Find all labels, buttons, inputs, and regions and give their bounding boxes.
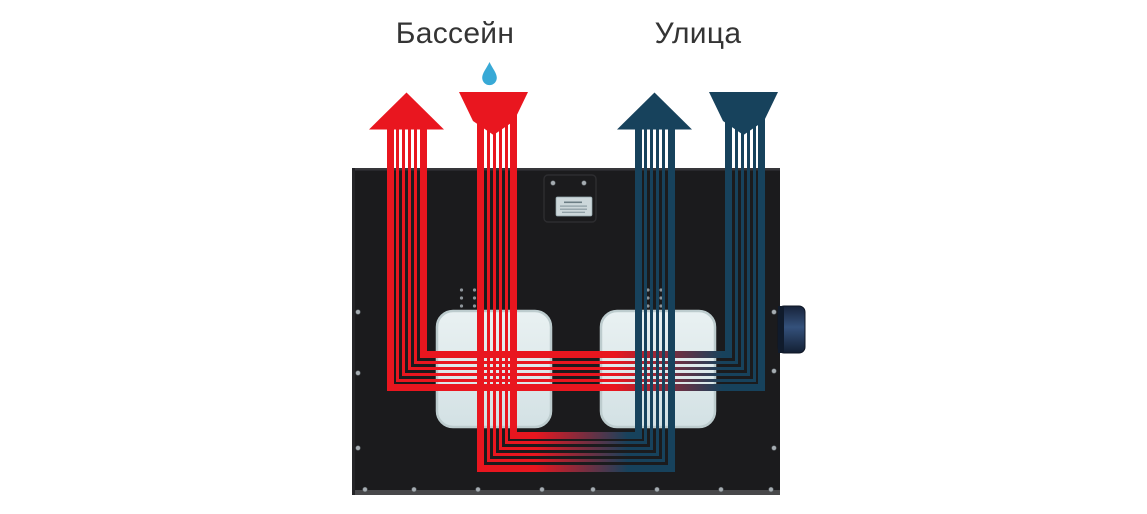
screw (590, 486, 596, 493)
unit-bottom-edge (352, 490, 780, 495)
pool-extract-arrowhead (459, 92, 528, 135)
screw (475, 486, 481, 493)
screw (362, 486, 368, 493)
pool-supply-arrowhead (369, 92, 444, 130)
screw (654, 486, 660, 493)
screw (539, 486, 545, 493)
street-intake-arrowhead (709, 92, 778, 135)
unit-left-edge (352, 168, 355, 495)
screw (355, 370, 361, 376)
supply-flow-lines (387, 95, 765, 391)
unit-top-edge (352, 168, 780, 171)
screws (355, 180, 777, 493)
screw (411, 486, 417, 493)
screw (771, 309, 777, 315)
vent-dots (459, 288, 663, 308)
side-port (777, 305, 806, 354)
screw (771, 445, 777, 451)
pool-label: Бассейн (396, 17, 514, 50)
water-drop-icon (482, 62, 497, 86)
screw (550, 180, 556, 186)
street-exhaust-arrowhead (617, 92, 692, 130)
screw (355, 309, 361, 315)
nameplate-panel (543, 174, 597, 223)
street-label: Улица (655, 17, 742, 50)
screw (718, 486, 724, 493)
screw (355, 445, 361, 451)
label-plate (555, 196, 593, 217)
screw (581, 180, 587, 186)
exhaust-flow-lines (477, 95, 675, 472)
screw (771, 368, 777, 374)
screw (768, 486, 774, 493)
